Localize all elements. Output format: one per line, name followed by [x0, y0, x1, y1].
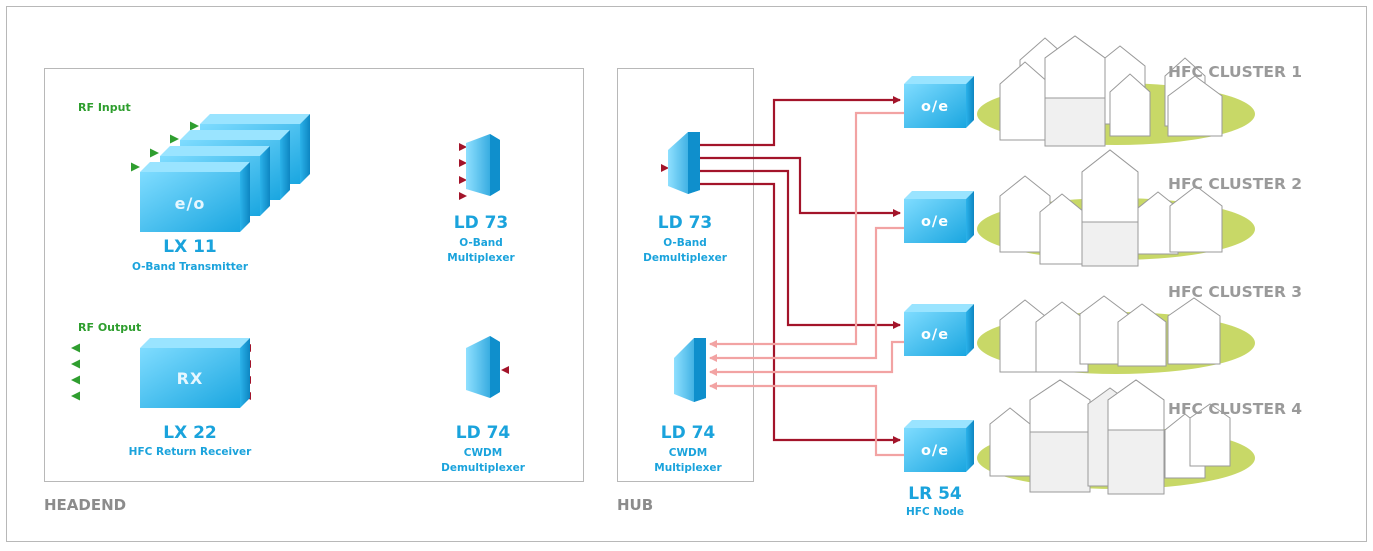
oe-node-4-label: o/e: [921, 443, 949, 459]
return-path-2: [709, 226, 904, 362]
houses-cluster-1: [999, 35, 1223, 147]
cluster-label-1: HFC CLUSTER 1: [1168, 63, 1302, 81]
hub-label: HUB: [617, 496, 653, 514]
return-paths: [709, 111, 904, 457]
tx-to-mux-lines: [258, 143, 467, 200]
ld73-mux-device: [466, 134, 500, 196]
forward-paths: [700, 96, 901, 444]
cluster-label-2: HFC CLUSTER 2: [1168, 175, 1302, 193]
oe-node-3: o/e: [904, 304, 974, 356]
ld73-demux-code: LD 73: [658, 213, 713, 233]
lx11-code: LX 11: [163, 237, 217, 257]
ld74-demux-desc2: Demultiplexer: [441, 462, 526, 474]
oe-node-2-label: o/e: [921, 214, 949, 230]
lx22-desc: HFC Return Receiver: [129, 446, 252, 458]
oe-node-1-label: o/e: [921, 99, 949, 115]
ld74-mux-code: LD 74: [661, 423, 716, 443]
houses-cluster-4: [989, 379, 1231, 495]
forward-path-3: [700, 169, 901, 329]
houses-cluster-2: [999, 149, 1223, 267]
ld73-demux-device: [668, 132, 700, 194]
ld74-mux-desc1: CWDM: [669, 447, 707, 459]
headend-box: [44, 68, 584, 482]
return-path-4: [709, 382, 904, 457]
transmitter-stack: [140, 114, 310, 232]
eo-face-label: e/o: [175, 194, 206, 213]
rf-input-arrows: [78, 121, 199, 172]
cluster-label-3: HFC CLUSTER 3: [1168, 283, 1302, 301]
ld73-mux-code: LD 73: [454, 213, 509, 233]
ld74-demux-desc1: CWDM: [464, 447, 502, 459]
rf-output-label: RF Output: [78, 321, 141, 334]
rf-output-arrows: [71, 343, 136, 401]
return-path-3: [709, 340, 904, 376]
oe-node-3-label: o/e: [921, 327, 949, 343]
return-path-1: [709, 111, 904, 348]
ld74-mux-desc2: Multiplexer: [654, 462, 722, 474]
headend-label: HEADEND: [44, 496, 126, 514]
forward-path-4: [700, 182, 901, 444]
demux-to-rx-lines: [243, 344, 466, 400]
forward-path-1: [700, 96, 901, 147]
forward-path-2: [700, 156, 901, 217]
ld74-mux-device: [674, 338, 706, 402]
oe-node-1: o/e: [904, 76, 974, 128]
rf-input-label: RF Input: [78, 101, 131, 114]
oe-node-2: o/e: [904, 191, 974, 243]
rx-receiver-device: [140, 338, 250, 408]
hub-box: [617, 68, 754, 482]
ld74-demux-device: [466, 336, 500, 398]
ld73-demux-desc2: Demultiplexer: [643, 252, 728, 264]
rx-face-label: RX: [177, 369, 204, 388]
lx22-code: LX 22: [163, 423, 217, 443]
oe-node-4: o/e: [904, 420, 974, 472]
ld73-demux-desc1: O-Band: [663, 237, 707, 249]
lr54-desc: HFC Node: [906, 506, 964, 518]
ld74-demux-code: LD 74: [456, 423, 511, 443]
houses-cluster-3: [999, 295, 1221, 373]
ld73-mux-desc2: Multiplexer: [447, 252, 515, 264]
cluster-label-4: HFC CLUSTER 4: [1168, 400, 1302, 418]
ld73-mux-desc1: O-Band: [459, 237, 503, 249]
lr54-code: LR 54: [908, 484, 962, 504]
lx11-desc: O-Band Transmitter: [132, 261, 249, 273]
